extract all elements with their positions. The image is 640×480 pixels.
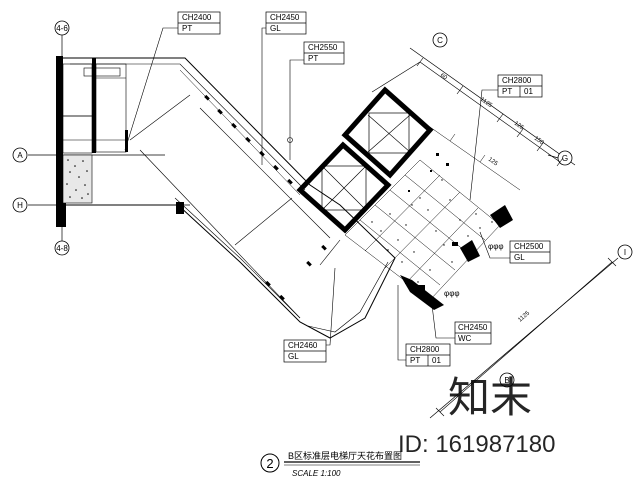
svg-text:H: H — [17, 201, 23, 210]
grid-bubble-4-6: 4-6 — [54, 20, 70, 36]
svg-text:4-6: 4-6 — [56, 24, 68, 33]
dimension-text: 150 — [533, 136, 545, 147]
elevator-shaft-upper — [341, 86, 434, 179]
tag-ch2450-wc: φφφ CH2450 WC — [431, 289, 492, 345]
corridor-lines — [129, 94, 341, 319]
drawing-title: 2 B区标准层电梯厅天花布置图 SCALE 1:100 — [260, 450, 420, 478]
svg-text:B: B — [504, 376, 509, 385]
svg-text:A: A — [17, 151, 23, 160]
tag-ch2800-upper: CH2800 PT 01 — [469, 74, 543, 201]
dimension-chain-upper — [371, 57, 564, 167]
svg-text:φφφ: φφφ — [488, 242, 504, 251]
svg-text:GL: GL — [288, 352, 299, 361]
tag-ch2400: CH2400 PT — [124, 11, 221, 151]
svg-text:I: I — [624, 248, 626, 257]
grid-bubble-c: C — [432, 32, 448, 48]
tag-ch2450-gl: CH2450 GL — [261, 11, 307, 165]
svg-text:PT: PT — [308, 54, 318, 63]
svg-text:CH2450: CH2450 — [270, 13, 300, 22]
grid-bubble-g: G — [557, 150, 573, 166]
svg-text:CH2550: CH2550 — [308, 43, 338, 52]
svg-text:C: C — [437, 36, 443, 45]
svg-text:B区标准层电梯厅天花布置图: B区标准层电梯厅天花布置图 — [288, 450, 402, 461]
dimension-chain-inner — [419, 119, 521, 191]
tag-ch2460: CH2460 GL — [283, 267, 336, 363]
grid-bubble-b: B — [499, 372, 515, 388]
svg-text:GL: GL — [514, 253, 525, 262]
svg-text:PT: PT — [410, 356, 420, 365]
stair-hatch-dots — [66, 159, 89, 199]
grid-bubble-i: I — [617, 244, 633, 260]
corridor-light-fixtures — [204, 94, 327, 301]
grid-bubble-h: H — [12, 197, 28, 213]
svg-text:PT: PT — [182, 24, 192, 33]
svg-text:CH2800: CH2800 — [502, 76, 532, 85]
svg-text:φφφ: φφφ — [444, 289, 460, 298]
svg-text:CH2500: CH2500 — [514, 242, 544, 251]
dimension-text: 60 — [439, 73, 448, 82]
svg-text:CH2400: CH2400 — [182, 13, 212, 22]
dimension-text: 1125 — [517, 310, 531, 323]
grid-bubble-a: A — [12, 147, 28, 163]
elevator-shaft-lower — [296, 141, 392, 234]
svg-text:G: G — [562, 154, 568, 163]
walls — [56, 56, 184, 227]
svg-text:知末: 知末 — [448, 374, 532, 421]
svg-text:PT: PT — [502, 87, 512, 96]
svg-text:GL: GL — [270, 24, 281, 33]
ceiling-panel-grid — [344, 159, 501, 301]
dimension-chain-lower — [435, 257, 617, 417]
tag-ch2800-lower: CH2800 PT 01 — [397, 285, 451, 367]
tag-ch2550: CH2550 PT — [287, 41, 345, 160]
elevator-lobby-walls — [400, 205, 513, 310]
svg-text:01: 01 — [524, 87, 533, 96]
tag-ch2500: φφφ CH2500 GL — [479, 231, 551, 264]
dimension-text: 125 — [513, 121, 525, 132]
room-outline — [62, 57, 396, 339]
svg-text:2: 2 — [266, 456, 273, 471]
grid-bubble-4-8: 4-8 — [54, 240, 70, 256]
stair-hatch — [62, 154, 93, 204]
watermark: 知末 ID: 161987180 — [398, 374, 555, 458]
left-service-rooms — [62, 63, 127, 154]
dimension-text: 125 — [487, 157, 499, 168]
svg-text:CH2460: CH2460 — [288, 341, 318, 350]
svg-text:ID: 161987180: ID: 161987180 — [398, 431, 555, 458]
svg-text:4-8: 4-8 — [56, 244, 68, 253]
svg-text:WC: WC — [458, 334, 472, 343]
svg-text:CH2450: CH2450 — [458, 323, 488, 332]
svg-text:CH2800: CH2800 — [410, 345, 440, 354]
svg-text:01: 01 — [432, 356, 441, 365]
svg-text:SCALE 1:100: SCALE 1:100 — [292, 469, 341, 478]
